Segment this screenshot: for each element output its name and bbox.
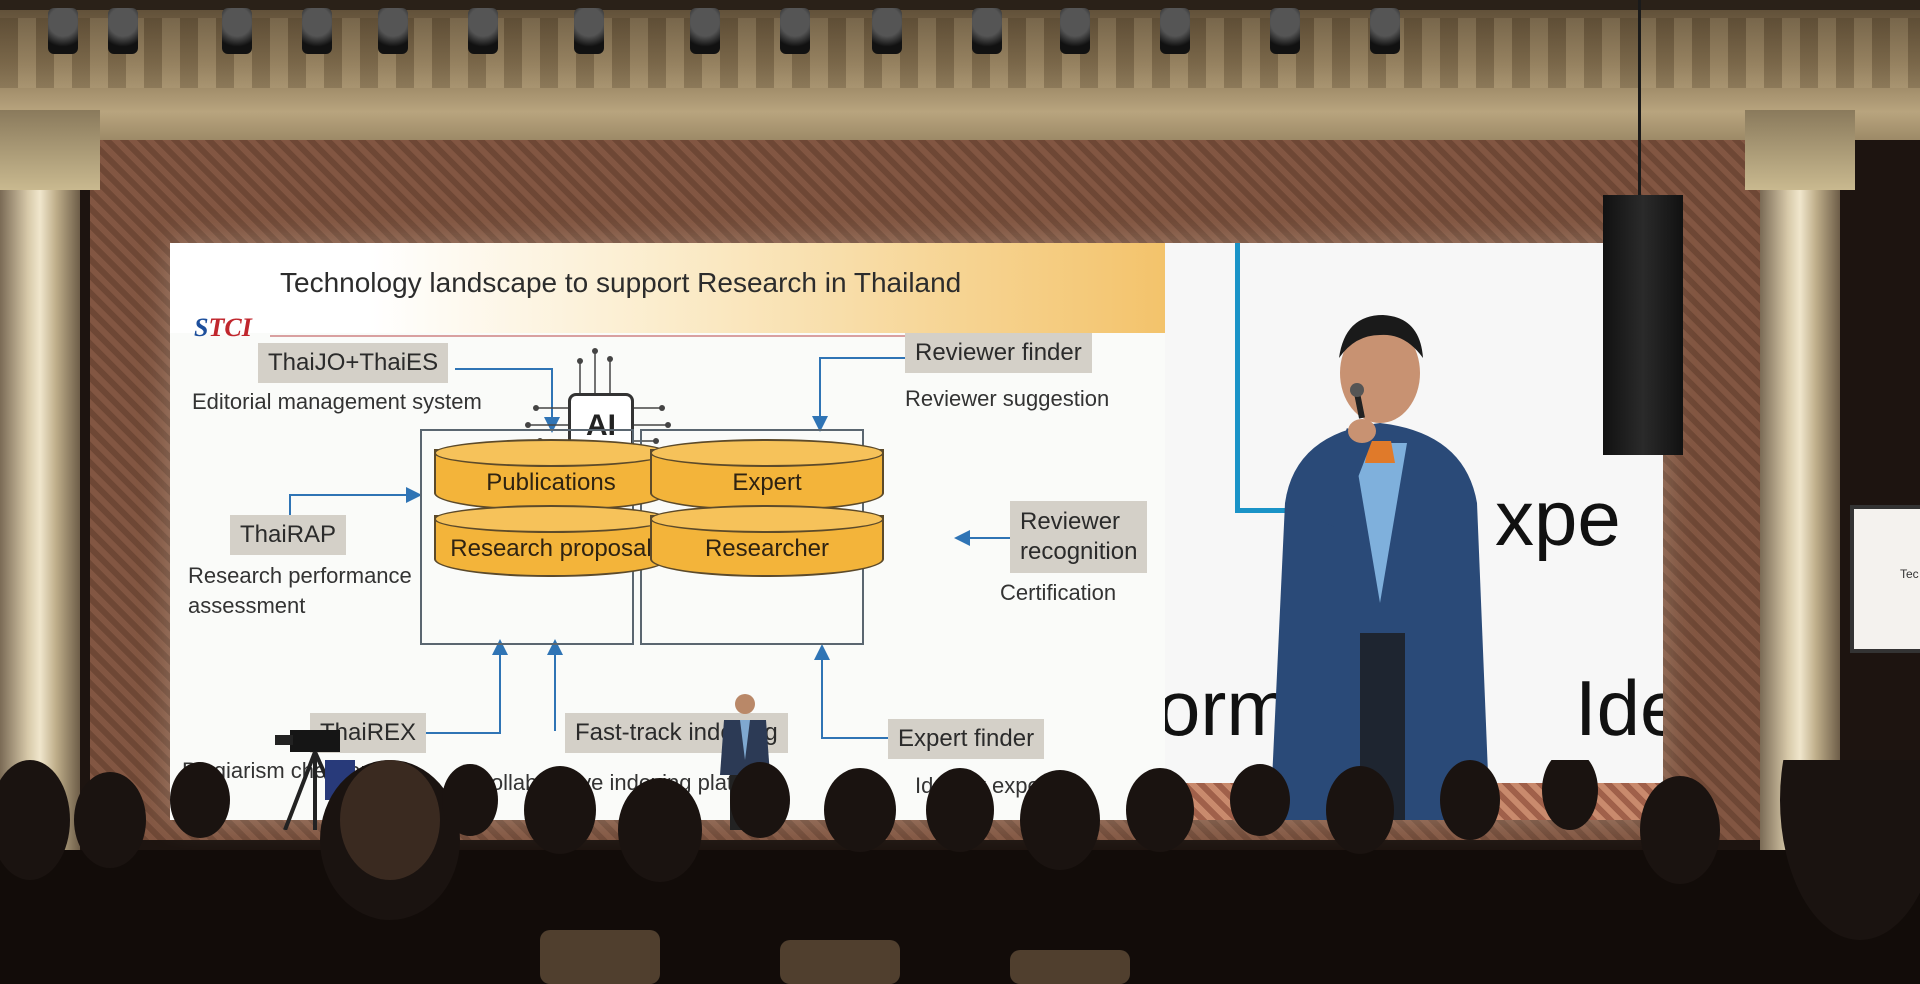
- side-screen-text: Tec: [1900, 567, 1919, 581]
- stage-light: [378, 8, 408, 54]
- pillar-capital-right: [1745, 110, 1855, 190]
- database-publications: Publications: [434, 439, 668, 511]
- stage-light: [1270, 8, 1300, 54]
- stage-light: [302, 8, 332, 54]
- presentation-slide: Technology landscape to support Research…: [170, 243, 1165, 820]
- diagram-arrows: [289, 348, 1010, 739]
- ceiling: [0, 0, 1920, 140]
- cyan-line: [1235, 243, 1240, 513]
- pillar-capital-left: [0, 110, 100, 190]
- tci-logo-text: TCI: [208, 313, 252, 342]
- live-camera-feed: xpe orm Ide: [1165, 243, 1663, 820]
- stage-light: [872, 8, 902, 54]
- stage-light: [972, 8, 1002, 54]
- label-reviewer-recognition: Reviewer recognition: [1010, 501, 1148, 573]
- lighting-truss: [0, 0, 1920, 10]
- database-research-proposal: Research proposal: [434, 505, 668, 577]
- pillar-right: [1760, 110, 1840, 870]
- stage-screen: Technology landscape to support Research…: [170, 243, 1663, 820]
- speaker-cable: [1638, 0, 1641, 200]
- pillar-left: [0, 110, 80, 870]
- pa-speaker: [1603, 195, 1683, 455]
- label-reviewer-suggestion: Reviewer suggestion: [905, 386, 1110, 411]
- slide-title-band: [170, 243, 1165, 333]
- audience: [0, 760, 1920, 984]
- label-thairap: ThaiRAP: [230, 515, 347, 555]
- database-researcher: Researcher: [650, 505, 884, 577]
- stage-light: [574, 8, 604, 54]
- label-certification: Certification: [1000, 580, 1117, 605]
- database-expert: Expert: [650, 439, 884, 511]
- stage-light: [780, 8, 810, 54]
- stage-light: [48, 8, 78, 54]
- side-screen: Tec: [1850, 505, 1920, 653]
- label-expert-finder: Expert finder: [888, 719, 1045, 759]
- stage-light: [108, 8, 138, 54]
- background-slide-text: Ide: [1575, 664, 1663, 752]
- ai-label: AI: [586, 409, 616, 442]
- stage-light: [1060, 8, 1090, 54]
- tci-logo: STCI: [194, 313, 252, 342]
- label-editorial-management: Editorial management system: [192, 389, 482, 414]
- stage-light: [690, 8, 720, 54]
- stage-light: [1160, 8, 1190, 54]
- background-slide-text: xpe: [1495, 474, 1621, 562]
- slide-title: Technology landscape to support Research…: [280, 267, 962, 298]
- label-research-performance: Research performance: [188, 563, 412, 588]
- speaker-closeup: [1270, 315, 1490, 820]
- stage-light: [468, 8, 498, 54]
- cyan-line: [1235, 508, 1315, 513]
- logo-underline: [270, 335, 920, 337]
- stage-light: [222, 8, 252, 54]
- label-assessment: assessment: [188, 593, 306, 618]
- stage-light: [1370, 8, 1400, 54]
- label-reviewer-finder: Reviewer finder: [905, 333, 1092, 373]
- background-slide-text: orm: [1165, 664, 1292, 752]
- label-thaijo: ThaiJO+ThaiES: [258, 343, 449, 383]
- ceiling-ornament: [0, 18, 1920, 88]
